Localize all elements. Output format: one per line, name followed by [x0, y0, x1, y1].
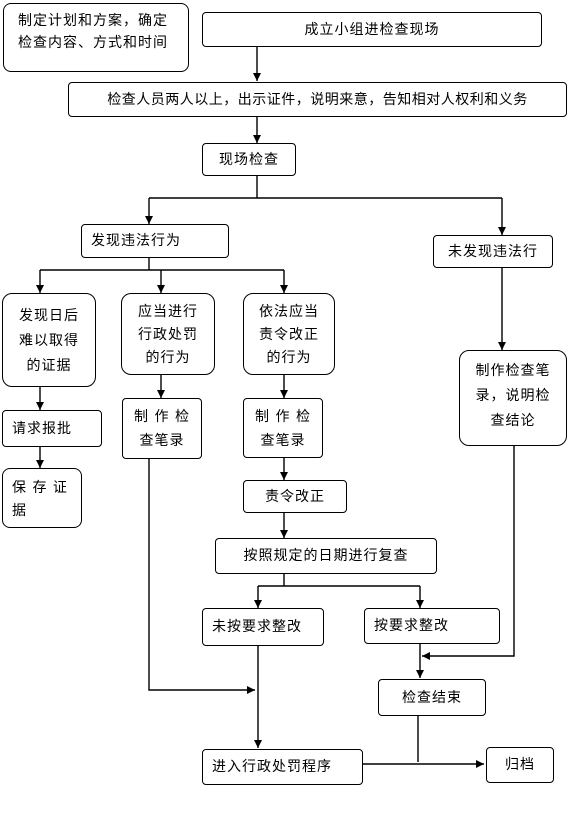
node-inspectors: 检查人员两人以上，出示证件，说明来意，告知相对人权利和义务: [68, 82, 567, 117]
node-not-rectified: 未按要求整改: [202, 608, 324, 646]
arrow-record-1-to-penalty: [148, 459, 255, 694]
node-recheck: 按照规定的日期进行复查: [215, 538, 437, 574]
node-rectify: 责令改正: [243, 480, 347, 513]
node-found-violation: 发现违法行为: [81, 224, 229, 258]
node-archive: 归档: [486, 747, 554, 783]
node-request-approval: 请求报批: [2, 410, 102, 447]
node-onsite: 现场检查: [202, 143, 296, 176]
node-inspection-end: 检查结束: [378, 679, 486, 716]
node-hard-evidence: 发现日后 难以取得 的证据: [2, 293, 96, 387]
node-should-punish: 应当进行 行政处罚 的行为: [121, 293, 215, 375]
node-penalty-procedure: 进入行政处罚程序: [202, 749, 363, 785]
node-plan: 制定计划和方案，确定 检查内容、方式和时间: [3, 3, 189, 72]
node-preserve-evidence: 保 存 证 据: [2, 468, 82, 528]
node-form-team: 成立小组进检查现场: [202, 12, 542, 47]
node-record-2: 制 作 检 查笔录: [243, 398, 323, 458]
node-order-correct: 依法应当 责令改正 的行为: [243, 293, 335, 375]
node-no-violation-record: 制作检查笔 录，说明检 查结论: [459, 350, 567, 446]
node-no-violation: 未发现违法行: [433, 235, 553, 268]
node-record-1: 制 作 检 查笔录: [122, 398, 202, 459]
node-rectified: 按要求整改: [364, 608, 500, 644]
arrow-no-violation-record-to-merge: [422, 446, 515, 660]
